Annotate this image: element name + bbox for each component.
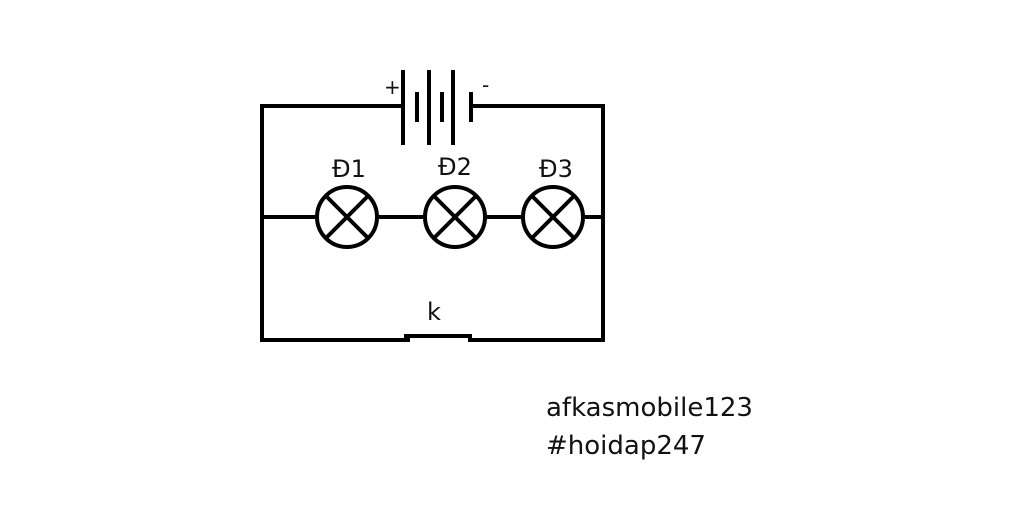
lamp-2-label: Đ2	[438, 153, 472, 181]
wire-left-top	[260, 104, 410, 342]
caption-hashtag: #hoidap247	[546, 431, 706, 461]
lamp-2	[423, 185, 487, 249]
wire-right-top	[468, 104, 605, 342]
battery-plus-label: +	[384, 75, 401, 99]
switch-k	[404, 334, 472, 342]
lamp-3	[521, 185, 585, 249]
battery	[401, 70, 473, 145]
caption-username: afkasmobile123	[546, 393, 753, 423]
switch-label: k	[427, 298, 441, 326]
lamp-1-label: Đ1	[332, 155, 366, 183]
battery-minus-label: -	[482, 73, 489, 97]
lamp-3-label: Đ3	[539, 155, 573, 183]
lamp-1	[315, 185, 379, 249]
